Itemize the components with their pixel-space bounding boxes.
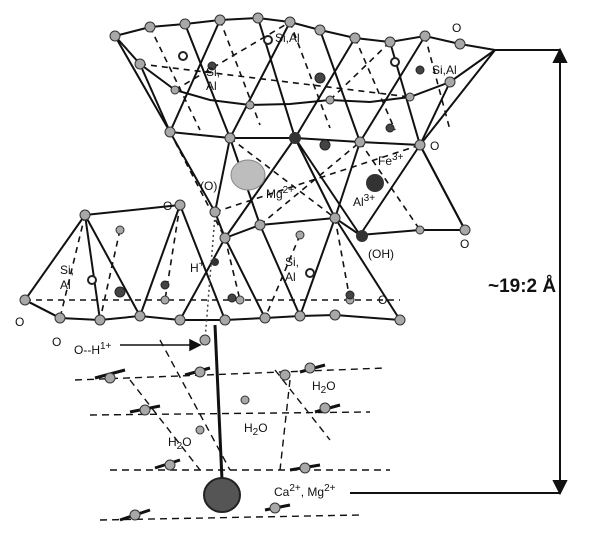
label-o-h-bond: O--H1+: [74, 341, 112, 357]
label-si-left-1: Si,: [206, 65, 220, 79]
hydrogen-bond-dotted: [204, 214, 216, 341]
label-h-plus: H+: [190, 259, 205, 275]
label-si-al-right: Si,Al: [432, 63, 457, 77]
label-oh: (OH): [368, 247, 394, 261]
spacing-arrow: [350, 47, 568, 496]
label-si-lower-left: Si,: [60, 263, 74, 277]
label-al-lower-left: Al: [60, 278, 71, 292]
label-fe3: Fe3+: [378, 152, 404, 168]
hollow-si-atoms: [87, 35, 400, 285]
silicon-atoms: [114, 61, 425, 303]
mg-ion: [230, 159, 266, 191]
o-h-arrow: [120, 338, 202, 352]
fe-ion: [366, 174, 384, 192]
label-o-top-right: O: [452, 21, 461, 35]
label-o-lower-left-1: O: [15, 315, 24, 329]
label-h2o-2: H2O: [244, 421, 268, 438]
ca-mg-ion: [203, 477, 241, 513]
octahedral-o-dark: [289, 132, 301, 144]
label-mg: Mg2+: [266, 185, 294, 201]
octahedral-sheet: [169, 131, 466, 240]
label-spacing: ~19:2 Å: [488, 276, 556, 297]
label-al-lower-mid: Al: [285, 270, 296, 284]
label-o-right-mid: O: [430, 139, 439, 153]
label-o-right-mid-2: O: [460, 237, 469, 251]
label-si-lower-mid: Si,: [285, 255, 299, 269]
oxygen-atoms: [19, 12, 471, 521]
o-h-ion: [199, 334, 211, 346]
label-o-lower-left-2: O: [52, 335, 61, 349]
h-plus-ion: [211, 258, 219, 266]
label-si-al-top-mid: Si,Al: [275, 31, 300, 45]
label-ca-mg: Ca2+, Mg2+: [274, 483, 336, 499]
label-o-paren: (O): [200, 179, 217, 193]
oh-ion: [356, 230, 368, 242]
label-o-left-mid: O: [163, 199, 172, 213]
label-h2o-3: H2O: [168, 435, 192, 452]
label-al-left-1: Al: [206, 79, 217, 93]
label-o-lower-right: O: [378, 293, 387, 307]
label-al3: Al3+: [353, 193, 375, 209]
label-h2o-1: H2O: [312, 379, 336, 396]
